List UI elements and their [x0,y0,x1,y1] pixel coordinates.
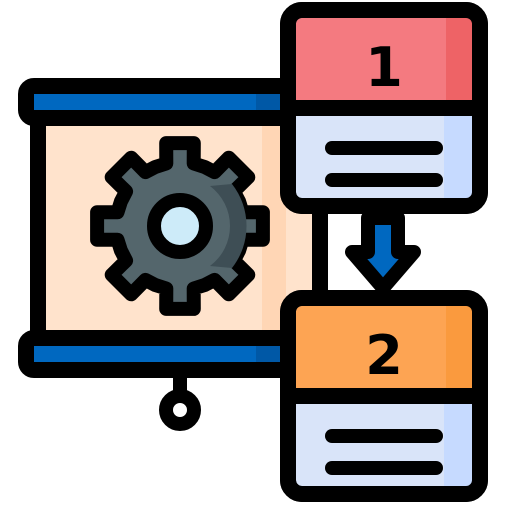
gear-shade [210,184,247,268]
step-number-1: 1 [365,36,403,99]
arrow-shape [345,211,421,295]
pull-cord-ring [159,389,201,431]
step-number-2: 2 [365,324,403,387]
screen-top-bar [18,78,296,126]
arrow-down-icon [345,211,421,295]
gear-icon [90,136,270,316]
step-card-2-frame [280,290,488,502]
step-card-1-body-shade [444,110,472,198]
gear-hub [147,193,213,259]
screen-top-bar-shade [256,94,280,110]
step-card-2: 2 [280,290,488,502]
screen-bottom-bar [18,330,296,378]
step-card-1: 1 [280,2,488,214]
step-card-1-header [296,18,472,108]
step-card-2-header [296,306,472,396]
step-card-1-frame [280,2,488,214]
step-card-2-header-shade [446,306,472,396]
step-card-1-header-shade [446,18,472,108]
screen-bottom-bar-shade [256,346,280,362]
step-card-2-body-shade [444,398,472,486]
